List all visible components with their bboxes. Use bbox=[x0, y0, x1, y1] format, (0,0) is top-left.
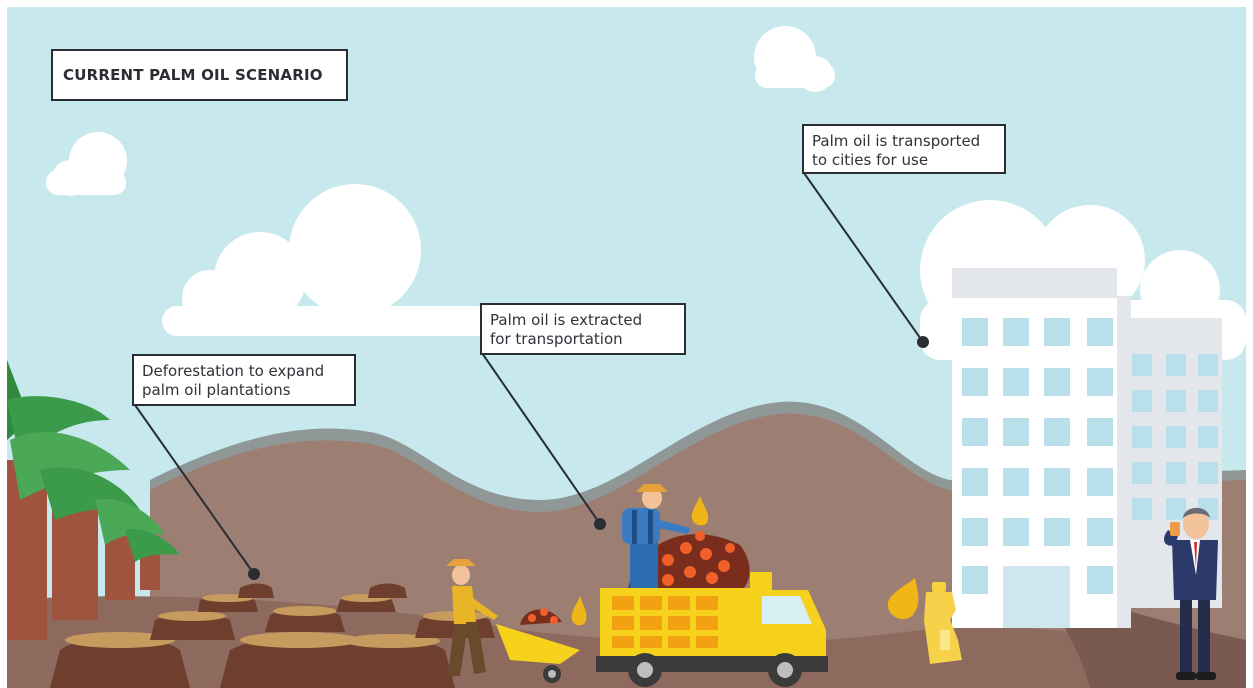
tree-stumps bbox=[50, 583, 495, 688]
city-building bbox=[952, 268, 1222, 628]
oil-drop-icon bbox=[691, 496, 709, 526]
palm-fruit-pile bbox=[628, 531, 750, 588]
oil-bottle-icon bbox=[924, 582, 962, 664]
leader-dots bbox=[248, 336, 929, 580]
oil-drop-icon bbox=[571, 596, 587, 626]
businessman bbox=[1164, 507, 1218, 680]
page-title: CURRENT PALM OIL SCENARIO bbox=[51, 49, 348, 101]
cloud-icon bbox=[162, 184, 492, 336]
cloud-icon bbox=[46, 132, 127, 196]
worker-with-wheelbarrow bbox=[446, 559, 498, 676]
wheelbarrow bbox=[496, 608, 580, 683]
worker-on-truck bbox=[622, 484, 690, 588]
callout-extraction: Palm oil is extracted for transportation bbox=[480, 303, 686, 355]
dump-truck bbox=[596, 572, 828, 687]
callout-deforestation: Deforestation to expand palm oil plantat… bbox=[132, 354, 356, 406]
cloud-icon bbox=[754, 26, 835, 92]
palm-trees bbox=[7, 360, 180, 640]
leader-lines bbox=[134, 172, 924, 575]
oil-drop-icon bbox=[887, 578, 919, 620]
callout-transport: Palm oil is transported to cities for us… bbox=[802, 124, 1006, 174]
